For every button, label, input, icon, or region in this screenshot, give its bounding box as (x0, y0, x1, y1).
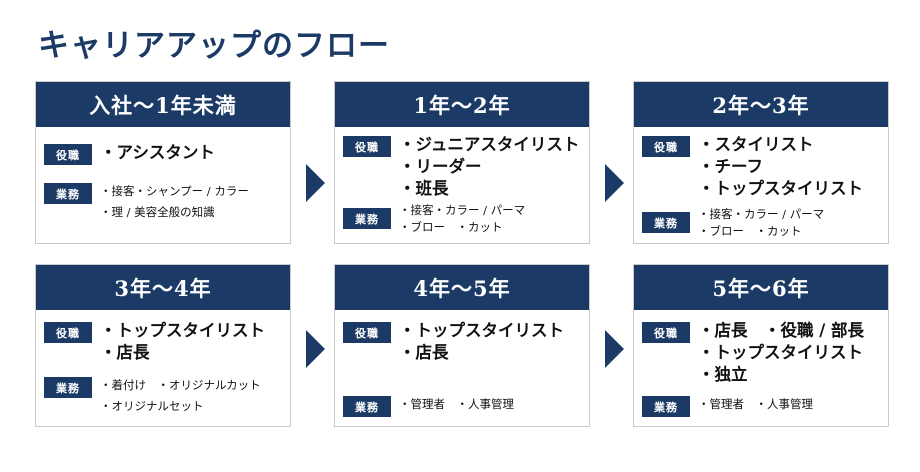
role-row: 役職 ・トップスタイリスト ・店長 (343, 320, 564, 364)
stage-card-1: 入社〜1年未満 役職 ・アシスタント 業務 ・接客・シャンプー / カラー ・理… (35, 81, 291, 244)
stage-card-6: 5年〜6年 役職 ・店長 ・役職 / 部長 ・トップスタイリスト ・独立 業務 … (633, 264, 889, 427)
duty-list: ・管理者 ・人事管理 (399, 394, 514, 415)
duty-item: ・理 / 美容全般の知識 (100, 205, 215, 219)
role-badge: 役職 (642, 136, 690, 157)
duty-badge: 業務 (343, 396, 391, 417)
duty-badge: 業務 (44, 377, 92, 398)
role-item: ・班長 (399, 179, 449, 198)
duty-badge: 業務 (44, 183, 92, 204)
role-badge: 役職 (44, 144, 92, 165)
role-item: ・店長 (100, 343, 150, 362)
role-row: 役職 ・スタイリスト ・チーフ ・トップスタイリスト (642, 134, 863, 200)
role-item: ・独立 (698, 365, 748, 384)
stage-period: 5年〜6年 (634, 265, 888, 310)
role-badge: 役職 (343, 322, 391, 343)
role-item: ・店長 (399, 343, 449, 362)
arrow-right-icon (605, 330, 624, 368)
role-row: 役職 ・ジュニアスタイリスト ・リーダー ・班長 (343, 134, 579, 200)
role-list: ・トップスタイリスト ・店長 (399, 320, 564, 364)
role-list: ・ジュニアスタイリスト ・リーダー ・班長 (399, 134, 579, 200)
stage-card-4: 3年〜4年 役職 ・トップスタイリスト ・店長 業務 ・着付け ・オリジナルカッ… (35, 264, 291, 427)
role-list: ・トップスタイリスト ・店長 (100, 320, 265, 364)
role-item: ・チーフ (698, 157, 764, 176)
stage-period: 入社〜1年未満 (36, 82, 290, 127)
role-row: 役職 ・アシスタント (44, 142, 215, 165)
role-item: ・トップスタイリスト (399, 321, 564, 340)
duty-badge: 業務 (642, 396, 690, 417)
page-title: キャリアアップのフロー (38, 28, 390, 64)
role-badge: 役職 (44, 322, 92, 343)
duty-badge: 業務 (343, 208, 391, 229)
arrow-right-icon (605, 164, 624, 202)
duty-list: ・着付け ・オリジナルカット ・オリジナルセット (100, 375, 261, 417)
role-item: ・トップスタイリスト (698, 343, 863, 362)
duty-badge: 業務 (642, 212, 690, 233)
role-row: 役職 ・店長 ・役職 / 部長 ・トップスタイリスト ・独立 (642, 320, 864, 386)
duty-row: 業務 ・接客・カラー / パーマ ・ブロー ・カット (343, 203, 525, 236)
duty-item: ・着付け ・オリジナルカット (100, 378, 261, 392)
stage-card-2: 1年〜2年 役職 ・ジュニアスタイリスト ・リーダー ・班長 業務 ・接客・カラ… (334, 81, 590, 244)
arrow-right-icon (306, 330, 325, 368)
role-badge: 役職 (642, 322, 690, 343)
duty-item: ・管理者 ・人事管理 (698, 397, 813, 411)
duty-item: ・ブロー ・カット (399, 220, 503, 234)
duty-list: ・接客・カラー / パーマ ・ブロー ・カット (399, 202, 525, 236)
role-list: ・店長 ・役職 / 部長 ・トップスタイリスト ・独立 (698, 320, 864, 386)
role-badge: 役職 (343, 136, 391, 157)
stage-period: 1年〜2年 (335, 82, 589, 127)
duty-row: 業務 ・管理者 ・人事管理 (343, 394, 514, 417)
role-list: ・アシスタント (100, 142, 215, 164)
stage-period: 4年〜5年 (335, 265, 589, 310)
duty-item: ・接客・カラー / パーマ (698, 207, 825, 221)
stage-card-3: 2年〜3年 役職 ・スタイリスト ・チーフ ・トップスタイリスト 業務 ・接客・… (633, 81, 889, 244)
role-row: 役職 ・トップスタイリスト ・店長 (44, 320, 265, 364)
arrow-right-icon (306, 164, 325, 202)
duty-item: ・ブロー ・カット (698, 224, 802, 238)
stage-period: 2年〜3年 (634, 82, 888, 127)
role-item: ・ジュニアスタイリスト (399, 135, 580, 154)
duty-row: 業務 ・接客・カラー / パーマ ・ブロー ・カット (642, 207, 824, 240)
role-item: ・リーダー (399, 157, 482, 176)
duty-item: ・接客・シャンプー / カラー (100, 184, 249, 198)
duty-item: ・オリジナルセット (100, 399, 204, 413)
stage-period: 3年〜4年 (36, 265, 290, 310)
duty-list: ・接客・カラー / パーマ ・ブロー ・カット (698, 206, 824, 240)
role-list: ・スタイリスト ・チーフ ・トップスタイリスト (698, 134, 863, 200)
duty-list: ・接客・シャンプー / カラー ・理 / 美容全般の知識 (100, 181, 249, 223)
role-item: ・トップスタイリスト (698, 179, 863, 198)
duty-list: ・管理者 ・人事管理 (698, 394, 813, 415)
stage-card-5: 4年〜5年 役職 ・トップスタイリスト ・店長 業務 ・管理者 ・人事管理 (334, 264, 590, 427)
role-item: ・スタイリスト (698, 135, 814, 154)
role-item: ・トップスタイリスト (100, 321, 265, 340)
role-item: ・アシスタント (100, 143, 215, 162)
duty-row: 業務 ・着付け ・オリジナルカット ・オリジナルセット (44, 375, 261, 417)
duty-item: ・接客・カラー / パーマ (399, 203, 526, 217)
duty-row: 業務 ・接客・シャンプー / カラー ・理 / 美容全般の知識 (44, 181, 249, 223)
duty-row: 業務 ・管理者 ・人事管理 (642, 394, 813, 417)
role-item: ・店長 ・役職 / 部長 (698, 321, 865, 340)
duty-item: ・管理者 ・人事管理 (399, 397, 514, 411)
